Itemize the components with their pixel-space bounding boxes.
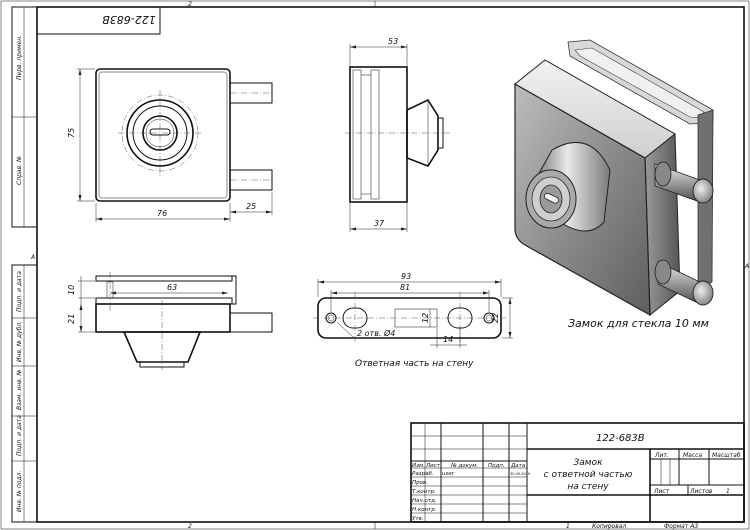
row-developer: Разраб. [412, 471, 434, 477]
strip-label-sign-date-2: Подп. и дата [16, 415, 23, 456]
zone-markers: 2 2 A A [30, 1, 749, 530]
dim-strike-12: 12 [421, 313, 430, 323]
row-approved: Утв. [412, 516, 424, 522]
row-dept-head: Нач.отд. [412, 498, 437, 504]
strike-plate [313, 292, 506, 344]
label-sheet: Лист [653, 488, 670, 495]
label-scale: Масштаб [712, 452, 741, 459]
dim-plan-63: 63 [167, 283, 177, 292]
developer-name: user [442, 471, 455, 477]
strip-label-orig-inv: Инв. № подл. [16, 471, 23, 512]
dim-strike-22: 22 [491, 313, 500, 323]
copied-label: Копировал [592, 523, 626, 530]
left-strip: Перв. примен. Справ. № Подп. и дата Инв.… [11, 6, 38, 523]
dim-strike-93: 93 [401, 272, 411, 281]
strip-label-dup-inv: Инв. № дубл. [16, 321, 23, 362]
hdr-list: Лист [425, 463, 441, 469]
row-norm-control: Н.контр. [412, 507, 437, 513]
rotated-drawing-number: 122-683В [102, 13, 156, 26]
strip-label-first-use: Перв. примен. [16, 35, 23, 80]
plan-view [95, 272, 273, 370]
isometric-view [514, 39, 714, 317]
hdr-sign: Подп. [488, 463, 505, 469]
bottom-sheet-number: 1 [566, 523, 570, 530]
dim-strike-81: 81 [400, 283, 410, 292]
rotated-number-box: 122-683В [36, 6, 161, 35]
dim-strike-holes: 2 отв. Ø4 [357, 328, 395, 338]
zone-left: A [30, 254, 35, 261]
strip-label-sign-date-1: Подп. и дата [16, 271, 23, 312]
row-checked: Пров. [412, 480, 428, 486]
strip-label-replace-inv: Взам. инв. № [16, 369, 23, 410]
zone-bottom: 2 [188, 523, 192, 530]
plan-dimensions: 63 10 21 [67, 276, 228, 333]
dim-side-top: 53 [388, 37, 398, 46]
title-name-line-1: Замок [573, 458, 603, 468]
title-name-line-2: с ответной частью [544, 470, 633, 480]
dim-front-width: 76 [157, 209, 167, 218]
strike-caption: Ответная часть на стену [355, 359, 474, 369]
row-tech-control: Т.контр. [412, 489, 436, 495]
hdr-doc: № докум. [450, 463, 478, 469]
zone-top: 2 [188, 1, 192, 8]
front-dimensions: 75 76 25 [67, 68, 273, 222]
developer-date: 30.09.2019 [510, 472, 531, 476]
hdr-date: Дата [510, 463, 526, 469]
bottom-info: 1 Копировал Формат A3 [566, 523, 698, 530]
dim-front-height: 75 [67, 128, 76, 138]
title-designation: 122-683В [596, 433, 645, 444]
sheets-value: 1 [726, 488, 730, 495]
label-lit: Лит. [654, 452, 669, 459]
dim-plan-21: 21 [67, 314, 76, 324]
iso-caption: Замок для стекла 10 мм [568, 317, 709, 330]
dim-strike-14: 14 [443, 335, 453, 344]
title-block: 122-683В Замок с ответной частью на стен… [410, 422, 745, 523]
front-view [95, 68, 273, 202]
label-mass: Масса [683, 452, 702, 459]
format-label: Формат A3 [664, 523, 698, 530]
zone-right: A [744, 263, 749, 270]
strike-dimensions: 93 81 22 12 14 2 отв. Ø4 [317, 272, 513, 348]
side-dimensions: 53 37 [349, 37, 408, 232]
dim-plan-10: 10 [67, 285, 76, 295]
strip-label-ref-no: Справ. № [16, 156, 23, 185]
hdr-izm: Изм. [412, 463, 425, 469]
dim-front-pin: 25 [246, 202, 256, 211]
title-name-line-3: на стену [567, 482, 609, 492]
side-view [345, 66, 450, 203]
dim-side-bottom: 37 [374, 219, 385, 228]
label-sheets: Листов [689, 488, 713, 495]
